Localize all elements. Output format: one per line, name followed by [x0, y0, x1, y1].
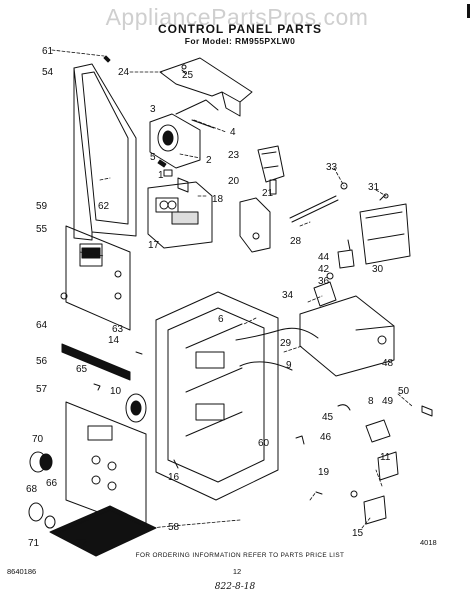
callout-10: 10: [110, 386, 122, 397]
part-screw-14: [135, 351, 143, 355]
callout-1: 1: [158, 170, 164, 181]
callout-56: 56: [36, 356, 48, 367]
callout-16: 16: [168, 472, 180, 483]
callout-45: 45: [322, 412, 334, 423]
callout-30: 30: [372, 264, 384, 275]
callout-24: 24: [118, 67, 130, 78]
page-number: 12: [232, 567, 242, 576]
callout-3: 3: [150, 104, 156, 115]
callout-15: 15: [352, 528, 364, 539]
callout-44: 44: [318, 252, 330, 263]
part-circuit-board: [359, 193, 411, 265]
callout-42: 42: [318, 264, 330, 275]
callout-70: 70: [32, 434, 44, 445]
callout-28: 28: [290, 236, 302, 247]
callout-25: 25: [182, 70, 194, 81]
callout-8: 8: [368, 396, 374, 407]
part-mounting-bracket: [299, 295, 395, 377]
callout-59: 59: [36, 201, 48, 212]
callout-62: 62: [98, 201, 110, 212]
part-screw-16: [173, 459, 179, 469]
callout-20: 20: [228, 176, 240, 187]
callout-19: 19: [318, 467, 330, 478]
part-terminal-15: [350, 490, 387, 525]
callout-29: 29: [280, 338, 292, 349]
diagram-title: CONTROL PANEL PARTS: [157, 22, 323, 36]
callout-4: 4: [230, 127, 236, 138]
callout-2: 2: [206, 155, 212, 166]
part-door-switch: [313, 281, 337, 307]
part-chassis-frame: [155, 291, 279, 501]
callout-71: 71: [28, 538, 40, 549]
callout-50: 50: [398, 386, 410, 397]
callout-57: 57: [36, 384, 48, 395]
part-top-bracket: [159, 57, 253, 117]
part-screw-60: [295, 435, 305, 445]
callout-33: 33: [326, 162, 338, 173]
leader-lines: [51, 49, 413, 529]
callout-5: 5: [150, 152, 156, 163]
callout-68: 68: [26, 484, 38, 495]
part-trim-strip: [61, 343, 131, 381]
part-control-knobs: [29, 451, 53, 473]
callout-14: 14: [108, 335, 120, 346]
callout-21: 21: [262, 188, 274, 199]
part-side-trim: [73, 55, 137, 241]
callout-63: 63: [112, 324, 124, 335]
part-switch-bracket: [239, 197, 271, 253]
callout-18: 18: [212, 194, 224, 205]
callout-23: 23: [228, 150, 240, 161]
ordering-note: FOR ORDERING INFORMATION REFER TO PARTS …: [135, 552, 345, 559]
part-small-screws: [157, 159, 173, 177]
part-relay: [257, 145, 285, 195]
callout-36: 36: [318, 276, 330, 287]
part-terminal-block: [377, 451, 399, 481]
part-timer-module: [147, 177, 213, 249]
callout-34: 34: [282, 290, 294, 301]
callout-60: 60: [258, 438, 270, 449]
callout-48: 48: [382, 358, 394, 369]
part-fuse-assembly: [337, 404, 391, 443]
callout-54: 54: [42, 67, 54, 78]
callout-31: 31: [368, 182, 380, 193]
callout-61: 61: [42, 46, 54, 57]
part-screw-65: [93, 383, 101, 391]
part-knob-lower: [28, 502, 56, 529]
callout-66: 66: [46, 478, 58, 489]
model-number: For Model: RM955PXLW0: [184, 36, 296, 46]
callout-46: 46: [320, 432, 332, 443]
callout-17: 17: [148, 240, 160, 251]
part-fan-wheel: [125, 393, 147, 423]
callout-58: 58: [168, 522, 180, 533]
doc-code: 8640186: [7, 567, 37, 576]
part-clip-49: [421, 405, 433, 417]
callout-7: 7: [132, 402, 138, 413]
callout-55: 55: [36, 224, 48, 235]
callout-6: 6: [218, 314, 224, 325]
figure-code: 4018: [420, 538, 437, 547]
part-switch-housing: [149, 99, 219, 169]
part-switch-assembly: [326, 239, 355, 280]
edge-mark: [467, 4, 470, 18]
callout-65: 65: [76, 364, 88, 375]
part-base-strip: [49, 505, 157, 557]
part-screw-19: [315, 491, 323, 495]
part-control-panel: [65, 225, 131, 331]
handwritten-note: 822-8-18: [214, 582, 256, 592]
part-screw-64: [60, 292, 68, 300]
callout-64: 64: [36, 320, 48, 331]
callout-9: 9: [286, 360, 292, 371]
callout-11: 11: [380, 452, 391, 463]
callout-72: 72: [76, 538, 88, 549]
part-latch-rod: [289, 182, 348, 223]
callout-49: 49: [382, 396, 394, 407]
part-wire-harness: [235, 327, 319, 371]
